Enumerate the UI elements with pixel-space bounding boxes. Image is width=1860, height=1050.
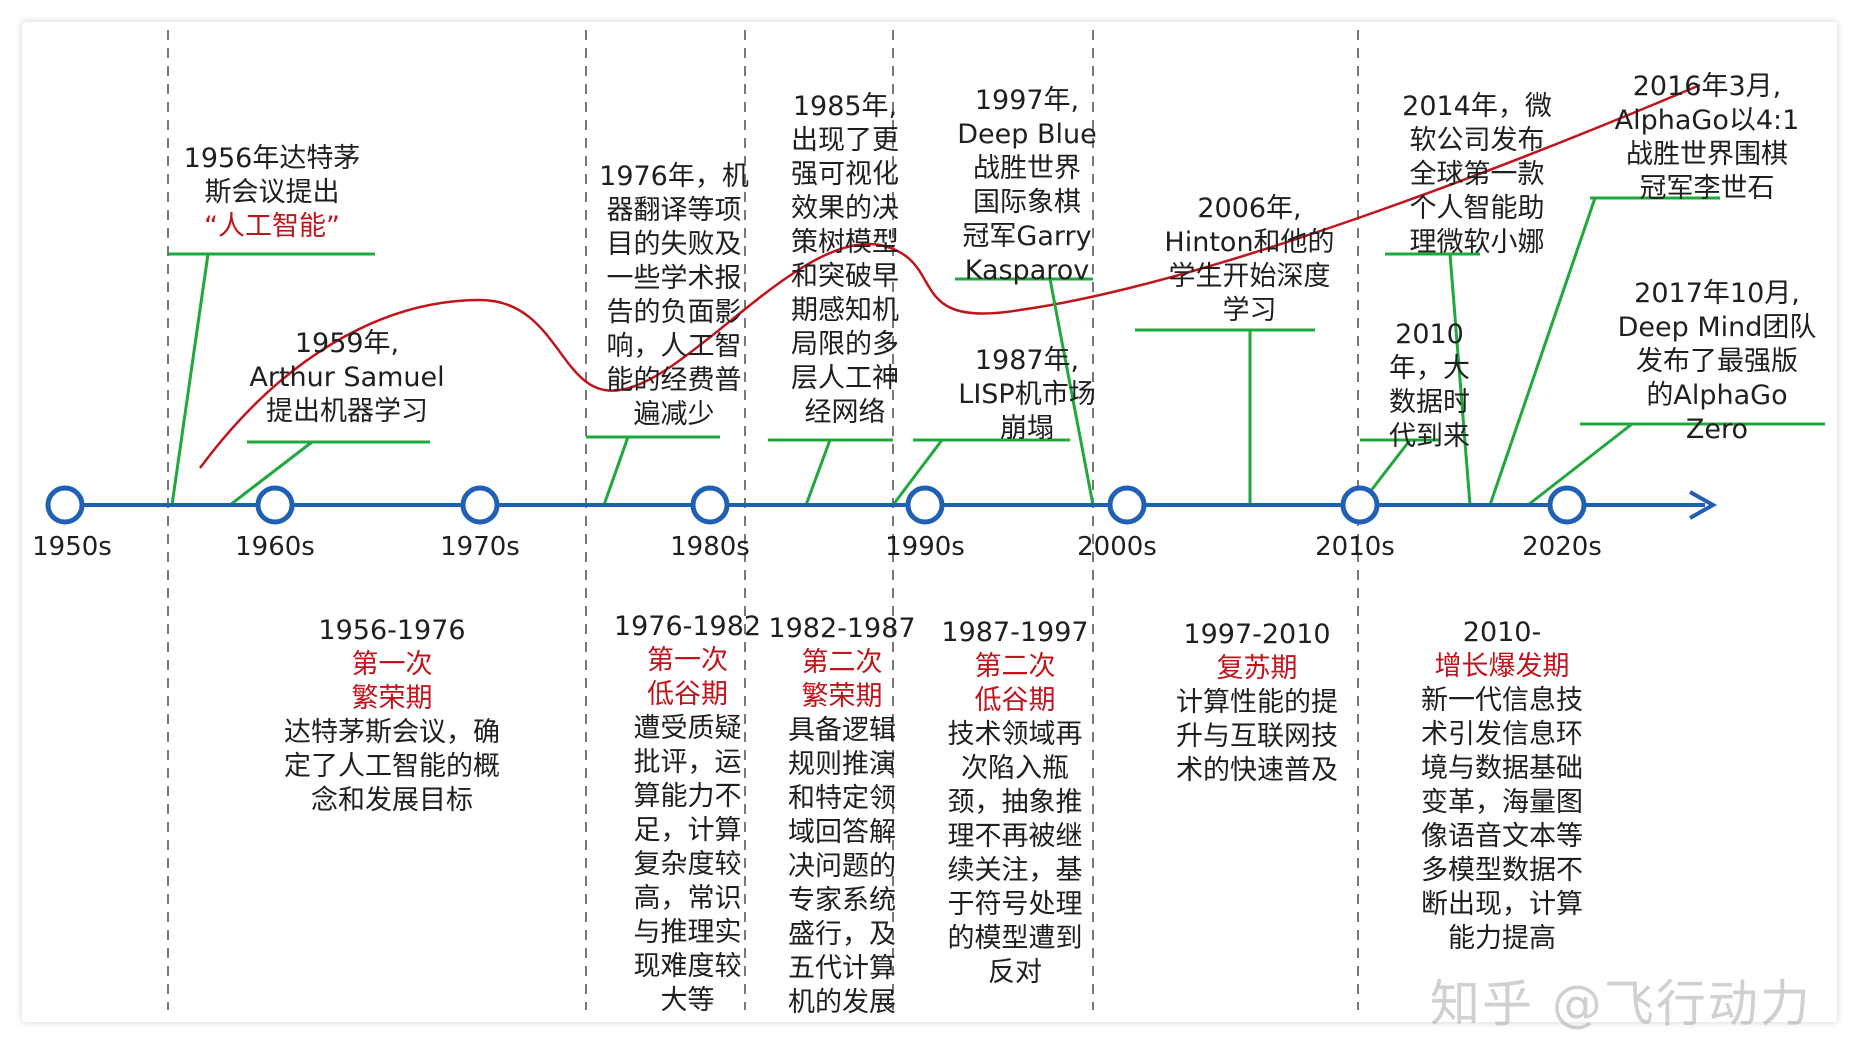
leader-2016 <box>1488 197 1597 506</box>
phase-1982-1987: 1982-1987 第二次 繁荣期 具备逻辑规则推演 和特定领域回答解 决问题的… <box>768 613 916 1018</box>
marker-2000s <box>1107 485 1147 525</box>
leader-1997 <box>1048 278 1095 506</box>
phase-1997-2010: 1997-2010 复苏期 计算性能的提升与互联网技 术的快速普及 <box>1176 619 1338 786</box>
decade-markers <box>45 485 1587 525</box>
watermark: 知乎 @飞行动力 <box>1430 975 1812 1033</box>
phase-1976-1982: 1976-1982 第一次 低谷期 遭受质疑批评，运 算能力不足，计算 复杂度较… <box>613 611 762 1016</box>
timeline-card: 1950s 1960s 1970s 1980s 1990s 2000s 2010… <box>22 22 1837 1033</box>
event-1976: 1976年，机器翻译等项 目的失败及一些学术报 告的负面影响，人工智 能的经费普… <box>599 161 749 430</box>
leader-1956 <box>170 253 210 506</box>
decade-label-1990s: 1990s <box>885 532 965 562</box>
marker-1980s <box>690 485 730 525</box>
decade-label-1980s: 1980s <box>670 532 750 562</box>
decade-label-2010s: 2010s <box>1315 532 1395 562</box>
leader-1959 <box>229 440 313 507</box>
phase-1956-1976: 1956-1976 第一次 繁荣期 达特茅斯会议，确定了人工智能的概 念和发展目… <box>284 615 500 816</box>
decade-label-1950s: 1950s <box>32 532 112 562</box>
event-1956: 1956年达特茅 斯会议提出 “人工智能” <box>157 142 387 244</box>
event-2016: 2016年3月,AlphaGo以4:1 战胜世界围棋冠军李世石 <box>1614 71 1800 204</box>
event-2017: 2017年10月,Deep Mind团队 发布了最强版的AlphaGo Zero <box>1617 278 1817 445</box>
marker-1960s <box>255 485 295 525</box>
phase-1987-1997: 1987-1997 第二次 低谷期 技术领域再次陷入瓶 颈，抽象推理不再被继 续… <box>941 617 1089 988</box>
marker-2020s <box>1547 485 1587 525</box>
axis-arrowhead <box>1689 490 1718 520</box>
leader-2014 <box>1448 253 1472 506</box>
event-2014: 2014年，微软公司发布 全球第一款个人智能助 理微软小娜 <box>1402 91 1552 258</box>
decade-label-1970s: 1970s <box>440 532 520 562</box>
event-1985: 1985年,出现了更 强可视化效果的决 策树模型和突破早 期感知机局限的多 层人… <box>791 91 899 428</box>
marker-2010s <box>1340 485 1380 525</box>
trend-curve <box>198 83 1701 469</box>
decade-label-2000s: 2000s <box>1077 532 1157 562</box>
event-1956-highlight: “人工智能” <box>204 211 340 242</box>
leader-1987 <box>891 439 944 506</box>
event-1959: 1959年, Arthur Samuel 提出机器学习 <box>249 328 445 427</box>
marker-1990s <box>905 485 945 525</box>
leader-1976 <box>602 436 630 506</box>
event-2006: 2006年,Hinton和他的 学生开始深度学习 <box>1164 193 1335 326</box>
event-1987: 1987年,LISP机市场 崩塌 <box>958 345 1096 444</box>
phase-2010: 2010- 增长爆发期 新一代信息技术引发信息环 境与数据基础变革，海量图 像语… <box>1421 617 1583 954</box>
decade-label-2020s: 2020s <box>1522 532 1602 562</box>
timeline-diagram <box>45 30 1825 1010</box>
decade-label-1960s: 1960s <box>235 532 315 562</box>
leader-1985 <box>804 439 832 506</box>
marker-1950s <box>45 485 85 525</box>
leader-2017 <box>1527 422 1633 507</box>
marker-1970s <box>460 485 500 525</box>
